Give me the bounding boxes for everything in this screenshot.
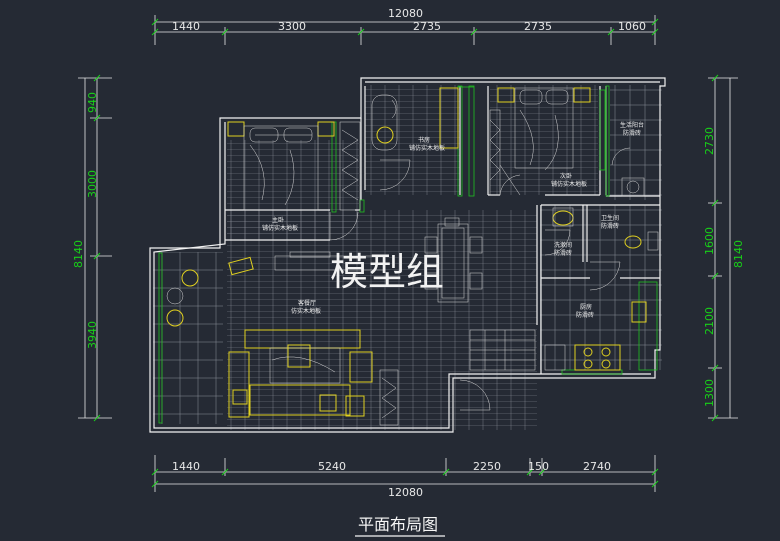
bathroom-label: 卫生间 <box>601 214 619 222</box>
top-dim-5: 1060 <box>618 20 646 33</box>
study-label: 书房 <box>418 136 430 144</box>
right-dimension-chain <box>708 77 738 419</box>
room-labels: 主卧 铺仿实木地板 书房 铺仿实木地板 次卧 铺仿实木地板 生活阳台 防滑砖 卫… <box>262 121 644 319</box>
top-dimension-chain <box>154 15 656 45</box>
drawing-title: 平面布局图 <box>358 515 438 534</box>
second-bedroom-label: 次卧 <box>560 172 572 180</box>
sofa-set <box>228 329 399 426</box>
master-bedroom-floor: 铺仿实木地板 <box>262 224 298 232</box>
living-dining-floor: 仿实木地板 <box>291 307 321 315</box>
kitchen-floor: 防滑砖 <box>576 311 594 319</box>
right-dim-3: 2100 <box>703 307 716 335</box>
balcony-floor: 防滑砖 <box>623 129 641 137</box>
left-dim-1: 940 <box>86 92 99 113</box>
bottom-dim-5: 2740 <box>583 460 611 473</box>
second-bedroom-floor: 铺仿实木地板 <box>551 180 587 188</box>
tv-cabinet <box>228 251 386 276</box>
laundry-floor: 防滑砖 <box>554 249 572 257</box>
bottom-dim-2: 5240 <box>318 460 346 473</box>
top-dim-2: 3300 <box>278 20 306 33</box>
left-dimension-chain <box>78 77 112 419</box>
right-total-dim: 8140 <box>732 240 745 268</box>
left-dim-3: 3940 <box>86 321 99 349</box>
master-bed <box>227 121 335 211</box>
top-dim-3: 2735 <box>413 20 441 33</box>
left-total-dim: 8140 <box>72 240 85 268</box>
study-desk <box>371 87 459 151</box>
dining-table <box>424 217 483 303</box>
cabinet-lines <box>158 85 658 424</box>
kitchen-fixtures <box>544 301 647 371</box>
floor-hatching <box>153 85 662 430</box>
bottom-dim-4: 150 <box>528 460 549 473</box>
bottom-total-dim: 12080 <box>388 486 423 499</box>
bathroom-floor: 防滑砖 <box>601 222 619 230</box>
study-floor: 铺仿实木地板 <box>409 144 445 152</box>
bottom-dimension-chain <box>154 455 656 492</box>
right-dim-4: 1300 <box>703 379 716 407</box>
watermark-text: 模型组 <box>330 250 444 294</box>
stairs <box>469 329 536 371</box>
top-dim-1: 1440 <box>172 20 200 33</box>
doors <box>329 147 631 432</box>
balcony-label: 生活阳台 <box>620 121 644 129</box>
second-bed <box>497 87 591 171</box>
right-dim-1: 2730 <box>703 127 716 155</box>
furniture <box>166 87 659 426</box>
kitchen-label: 厨房 <box>580 303 592 311</box>
laundry-label: 洗漱间 <box>554 241 572 249</box>
right-dim-2: 1600 <box>703 227 716 255</box>
top-dim-4: 2735 <box>524 20 552 33</box>
second-wardrobe <box>489 109 501 196</box>
master-bedroom-label: 主卧 <box>272 216 284 224</box>
living-dining-label: 客餐厅 <box>298 299 316 307</box>
balcony-chairs <box>166 269 199 327</box>
left-dim-2: 3000 <box>86 170 99 198</box>
bathroom-fixtures <box>552 177 659 251</box>
top-total-dim: 12080 <box>388 7 423 20</box>
bottom-dim-3: 2250 <box>473 460 501 473</box>
bottom-dim-1: 1440 <box>172 460 200 473</box>
master-wardrobe <box>339 121 361 211</box>
